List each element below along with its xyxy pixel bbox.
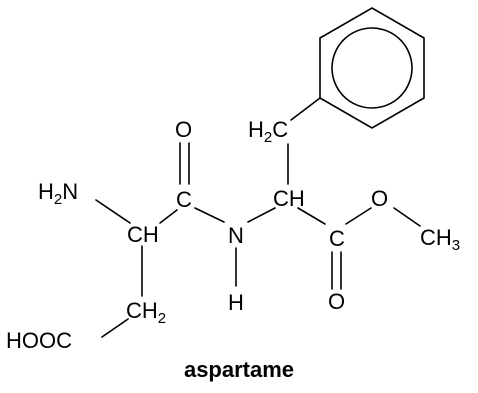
atom-h-amide: H xyxy=(228,290,244,315)
bond-ch2-cooh xyxy=(101,318,129,338)
atom-o-carbonyl: O xyxy=(328,289,345,314)
bond-n-ch-right xyxy=(247,207,276,223)
bond-c-o-ester xyxy=(345,207,372,225)
bond-ch-c-amide xyxy=(159,209,178,224)
atom-ch-phenylalanyl: CH xyxy=(273,186,305,211)
atom-ch2-benzyl: H2C xyxy=(248,117,288,146)
atom-o-amide: O xyxy=(175,117,192,142)
bond-o-ch3 xyxy=(393,207,421,227)
molecule-caption: aspartame xyxy=(183,357,295,382)
benzene-aromatic-circle xyxy=(331,27,413,109)
atom-c-amide: C xyxy=(176,187,192,212)
atom-ch-aspartyl: CH xyxy=(127,222,159,247)
atom-ch2-side-chain: CH2 xyxy=(126,298,166,327)
bond-n-ch xyxy=(95,199,131,224)
benzene-ring xyxy=(319,7,425,129)
bond-ring-ch2 xyxy=(290,97,321,121)
bond-c-amide-n xyxy=(194,207,225,223)
atom-o-ester: O xyxy=(371,186,388,211)
bond-ch-c-ester xyxy=(297,207,326,225)
atom-h2n: H2N xyxy=(38,179,78,208)
atom-n-amide: N xyxy=(228,223,244,248)
atom-ch3: CH3 xyxy=(420,225,460,254)
atom-hooc: HOOC xyxy=(6,328,72,353)
atom-c-ester: C xyxy=(329,226,345,251)
